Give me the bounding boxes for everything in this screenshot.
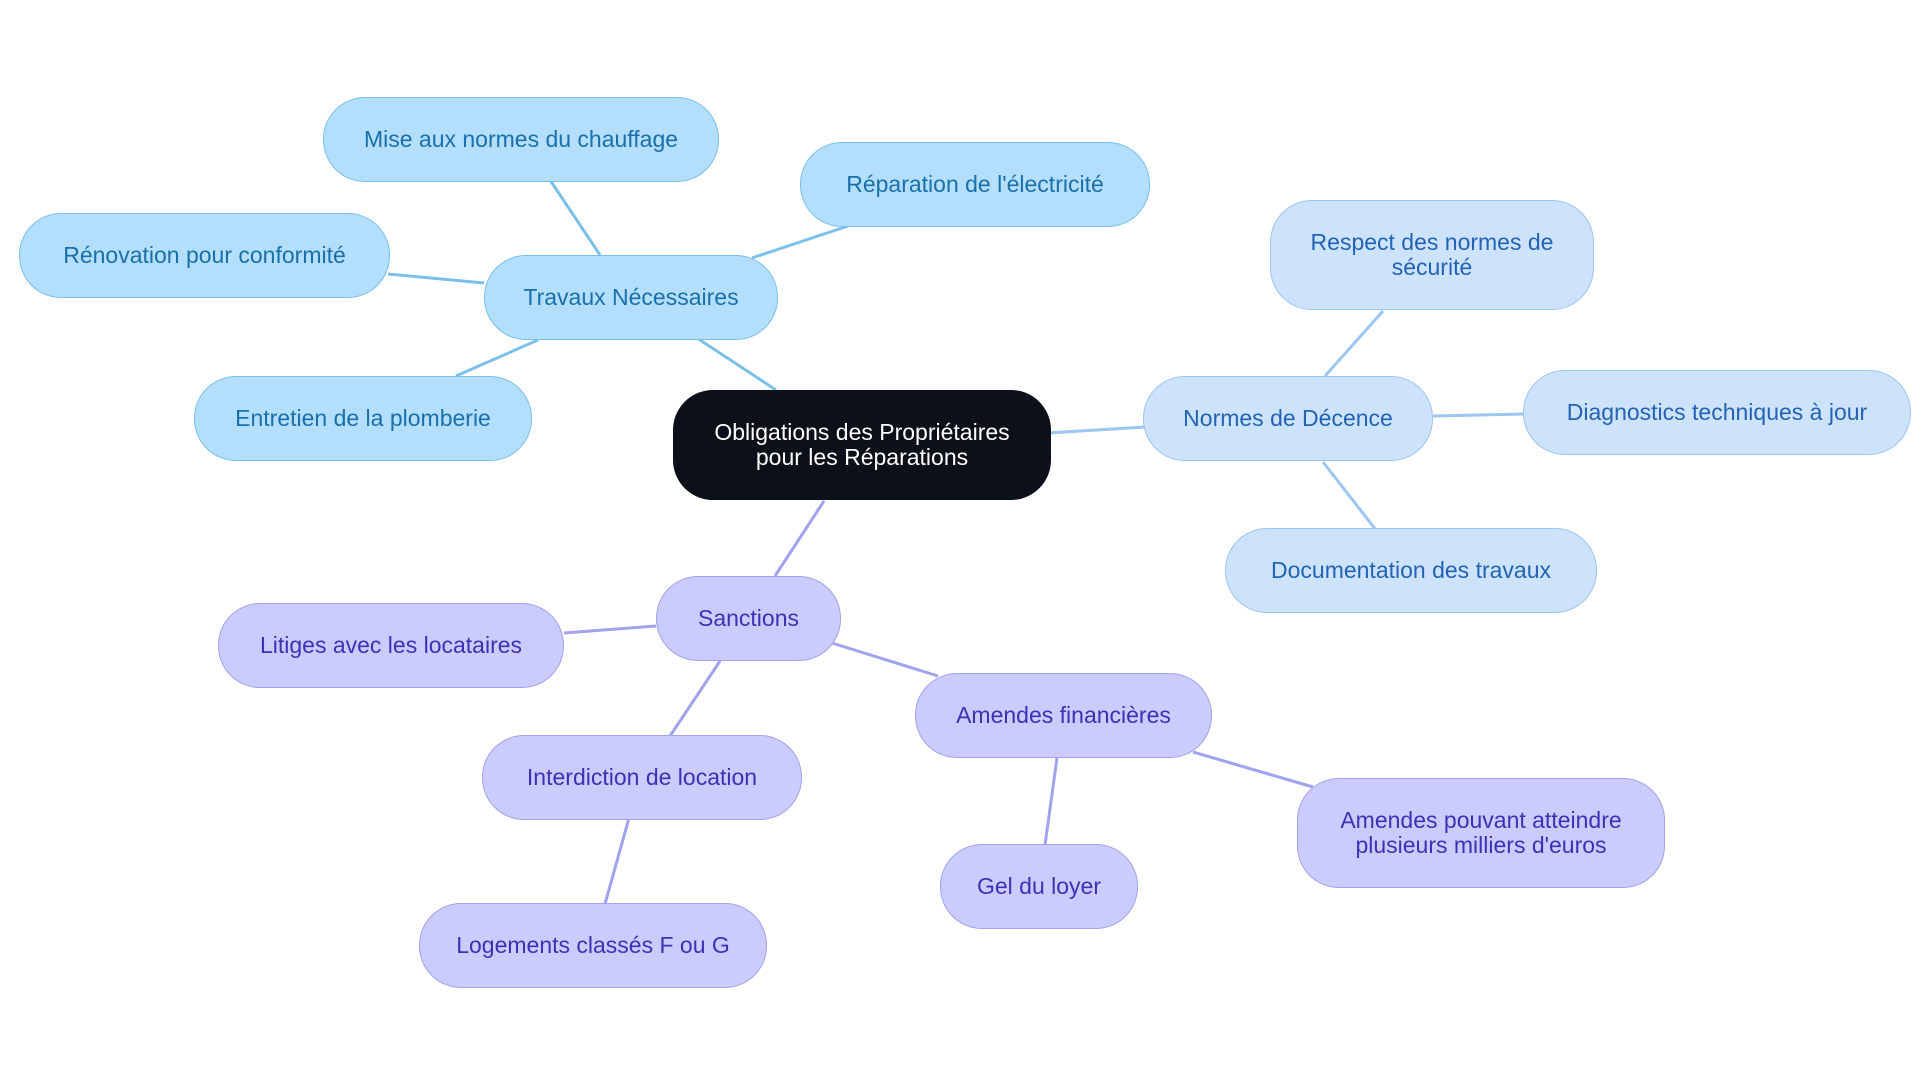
edge-sanctions-amendes	[831, 641, 939, 678]
node-documentation-travaux: Documentation des travaux	[1225, 528, 1597, 613]
node-mise-aux-normes-chauffage: Mise aux normes du chauffage	[323, 97, 719, 182]
node-diagnostics-techniques: Diagnostics techniques à jour	[1523, 370, 1911, 455]
node-logements-classes: Logements classés F ou G	[419, 903, 767, 988]
root-node-label: Obligations des Propriétaires pour les R…	[714, 419, 1010, 470]
edge-normes-diagnostics	[1432, 412, 1526, 418]
node-renovation-conformite: Rénovation pour conformité	[19, 213, 390, 298]
node-amendes-financieres: Amendes financières	[915, 673, 1212, 758]
node-amendes-milliers-euros: Amendes pouvant atteindre plusieurs mill…	[1297, 778, 1665, 888]
edge-normes-documentation	[1321, 461, 1378, 531]
edge-interdiction-logements	[603, 817, 631, 905]
edge-travaux-electricite	[751, 224, 849, 260]
node-reparation-electricite: Réparation de l'électricité	[800, 142, 1150, 227]
edge-travaux-plomberie	[455, 338, 539, 378]
branch-sanctions: Sanctions	[656, 576, 841, 661]
node-respect-normes-securite: Respect des normes de sécurité	[1270, 200, 1594, 310]
branch-normes-decence: Normes de Décence	[1143, 376, 1433, 461]
root-node: Obligations des Propriétaires pour les R…	[673, 390, 1051, 500]
node-gel-du-loyer: Gel du loyer	[940, 844, 1138, 929]
edge-amendes-gel	[1043, 757, 1059, 846]
node-interdiction-location: Interdiction de location	[482, 735, 802, 820]
edge-travaux-chauffage	[548, 179, 602, 256]
edge-amendes-milliers	[1192, 750, 1314, 789]
edge-sanctions-interdiction	[668, 660, 722, 737]
node-litiges-locataires: Litiges avec les locataires	[218, 603, 564, 688]
edge-travaux-renovation	[387, 272, 485, 285]
edge-root-sanctions	[773, 500, 826, 577]
edge-root-travaux	[696, 336, 777, 392]
edge-root-normes	[1047, 425, 1146, 435]
branch-travaux-necessaires: Travaux Nécessaires	[484, 255, 778, 340]
node-entretien-plomberie: Entretien de la plomberie	[194, 376, 532, 461]
edge-normes-securite	[1323, 310, 1385, 377]
edge-sanctions-litiges	[563, 624, 657, 635]
